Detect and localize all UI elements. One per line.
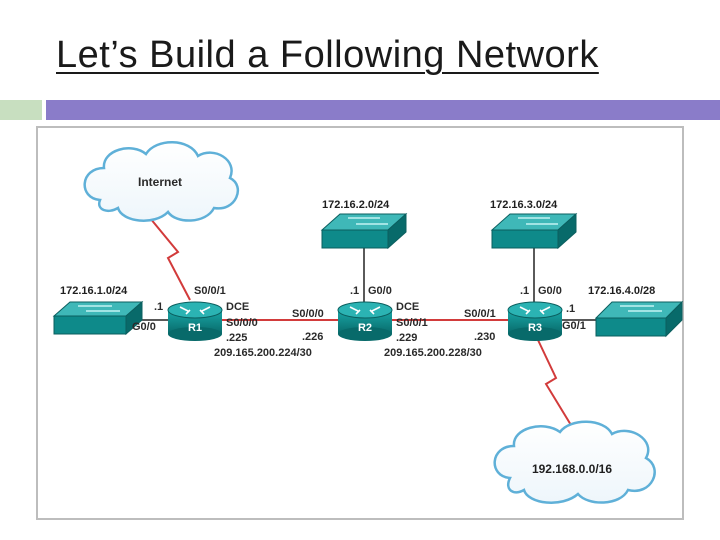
r3-g01-label: G0/1: [562, 320, 586, 332]
router-r3-label: R3: [528, 322, 542, 334]
r3-dot1-top-label: .1: [520, 285, 529, 297]
r2-s000-label: S0/0/0: [292, 308, 324, 320]
r1-g00-label: G0/0: [132, 321, 156, 333]
r2-g00-label: G0/0: [368, 285, 392, 297]
r3-230-label: .230: [474, 331, 495, 343]
r2-dce-label: DCE: [396, 301, 419, 313]
accent-bar-green: [0, 100, 42, 120]
lan1-label: 172.16.1.0/24: [60, 285, 128, 297]
switch-lan1: [52, 300, 144, 336]
switch-lan2: [320, 212, 408, 250]
ethernet-links: [132, 248, 596, 321]
remote-network-cloud: 192.168.0.0/16: [493, 420, 656, 504]
lan2-label: 172.16.2.0/24: [322, 199, 390, 211]
switch-lan4: [594, 300, 684, 338]
lan3-label: 172.16.3.0/24: [490, 199, 558, 211]
serial-links: [149, 217, 575, 431]
router-r1-label: R1: [188, 322, 202, 334]
remote-network-label: 192.168.0.0/16: [532, 462, 612, 476]
serial-link-r1-internet: [149, 217, 191, 301]
router-r3: R3: [507, 301, 563, 341]
router-r1: R1: [167, 301, 223, 341]
r1-dot1-label: .1: [154, 301, 163, 313]
serial-link-r3-remote: [537, 339, 575, 431]
r3-s001-label: S0/0/1: [464, 308, 496, 320]
link2-subnet-label: 209.165.200.228/30: [384, 347, 482, 359]
r3-g00-label: G0/0: [538, 285, 562, 297]
r1-s001-label: S0/0/1: [194, 285, 226, 297]
slide-title: Let’s Build a Following Network: [56, 34, 599, 76]
internet-label: Internet: [138, 175, 182, 189]
r1-s000-label: S0/0/0: [226, 317, 258, 329]
r1-dce-label: DCE: [226, 301, 249, 313]
router-r2: R2: [337, 301, 393, 341]
internet-cloud: Internet: [83, 141, 240, 222]
router-r2-label: R2: [358, 322, 372, 334]
r2-s001-label: S0/0/1: [396, 317, 428, 329]
switch-lan3: [490, 212, 578, 250]
link1-subnet-label: 209.165.200.224/30: [214, 347, 312, 359]
r2-dot1-label: .1: [350, 285, 359, 297]
r2-229-label: .229: [396, 332, 417, 344]
accent-bar-purple: [46, 100, 720, 120]
lan4-label: 172.16.4.0/28: [588, 285, 655, 297]
r1-225-label: .225: [226, 332, 247, 344]
r2-226-label: .226: [302, 331, 323, 343]
r3-dot1-right-label: .1: [566, 303, 575, 315]
